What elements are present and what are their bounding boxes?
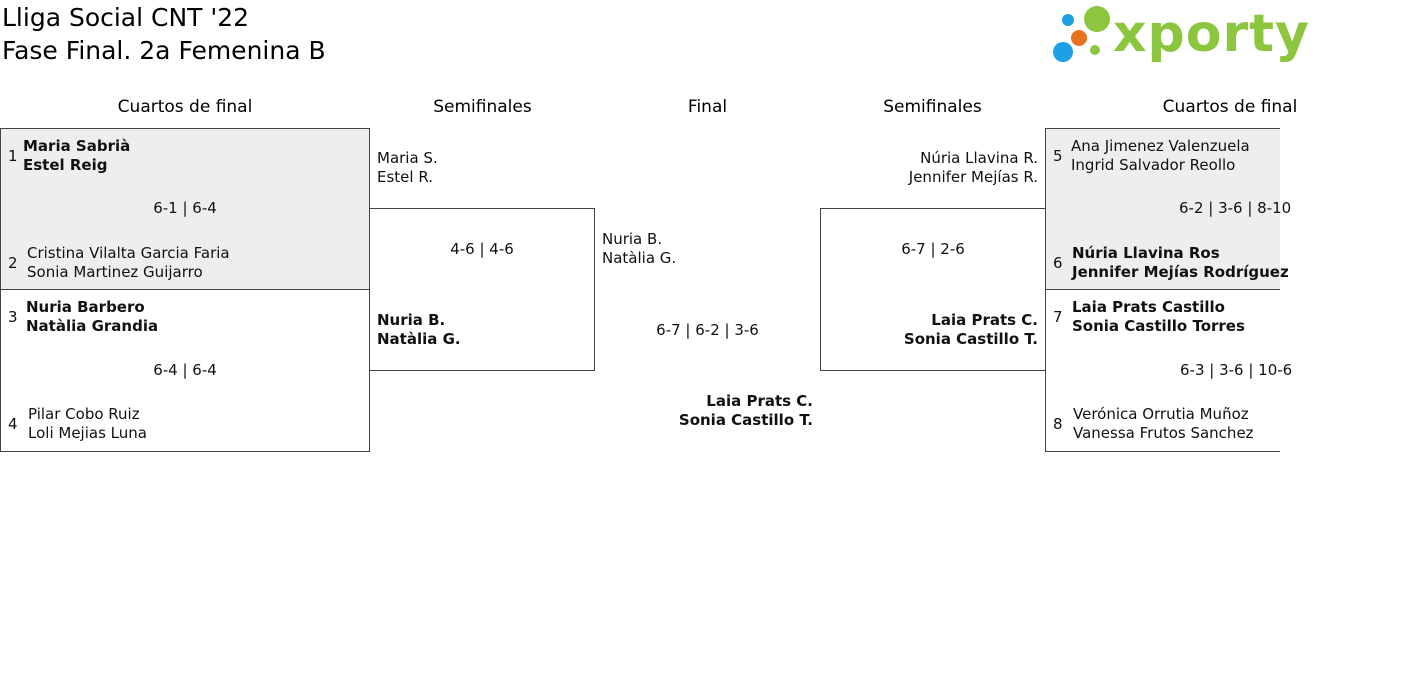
round-header-final: Final (687, 97, 728, 117)
match-score: 6-2 | 3-6 | 8-10 (1179, 199, 1292, 217)
round-header-quarter-left: Cuartos de final (117, 97, 253, 117)
seed-number: 8 (1053, 415, 1063, 433)
seed-number: 1 (8, 147, 18, 165)
team-qf2-bottom[interactable]: Pilar Cobo Ruiz Loli Mejias Luna (28, 405, 147, 442)
team-qf1-bottom[interactable]: Cristina Vilalta Garcia Faria Sonia Mart… (27, 244, 230, 281)
team-qf4-bottom[interactable]: Verónica Orrutia Muñoz Vanessa Frutos Sa… (1073, 405, 1254, 442)
seed-number: 5 (1053, 147, 1063, 165)
logo-text: xporty (1113, 4, 1310, 64)
team-final-bottom[interactable]: Laia Prats C. Sonia Castillo T. (678, 392, 813, 429)
match-score: 4-6 | 4-6 (450, 240, 514, 258)
team-qf1-top[interactable]: Maria Sabrià Estel Reig (23, 137, 131, 174)
round-header-semi-left: Semifinales (433, 97, 532, 117)
match-box-sf-left[interactable]: 4-6 | 4-6 Nuria B. Natàlia G. (369, 208, 595, 371)
team-sf-left-top[interactable]: Maria S. Estel R. (377, 149, 438, 186)
team-qf2-top[interactable]: Nuria Barbero Natàlia Grandia (26, 298, 159, 335)
match-score: 6-1 | 6-4 (153, 199, 217, 217)
final-score: 6-7 | 6-2 | 3-6 (656, 321, 759, 339)
match-box-qf1[interactable]: 1 Maria Sabrià Estel Reig 6-1 | 6-4 2 Cr… (0, 128, 370, 290)
seed-number: 6 (1053, 254, 1063, 272)
match-box-sf-right[interactable]: 6-7 | 2-6 Laia Prats C. Sonia Castillo T… (820, 208, 1046, 371)
logo-dots-icon (1053, 6, 1110, 62)
seed-number: 3 (8, 308, 18, 326)
round-header-quarter-right: Cuartos de final (1162, 97, 1298, 117)
team-qf4-top[interactable]: Laia Prats Castillo Sonia Castillo Torre… (1072, 298, 1245, 335)
page-subtitle: Fase Final. 2a Femenina B (2, 36, 326, 65)
round-header-semi-right: Semifinales (883, 97, 982, 117)
match-score: 6-4 | 6-4 (153, 361, 217, 379)
match-box-qf4[interactable]: 7 Laia Prats Castillo Sonia Castillo Tor… (1045, 289, 1292, 452)
team-qf3-bottom[interactable]: Núria Llavina Ros Jennifer Mejías Rodríg… (1072, 244, 1289, 281)
match-box-qf2[interactable]: 3 Nuria Barbero Natàlia Grandia 6-4 | 6-… (0, 289, 370, 452)
match-score: 6-7 | 2-6 (901, 240, 965, 258)
seed-number: 7 (1053, 308, 1063, 326)
page-title: Lliga Social CNT '22 (2, 3, 250, 32)
seed-number: 4 (8, 415, 18, 433)
match-box-qf3[interactable]: 5 Ana Jimenez Valenzuela Ingrid Salvador… (1045, 128, 1291, 290)
team-sf-right-bottom[interactable]: Laia Prats C. Sonia Castillo T. (903, 311, 1038, 348)
xporty-logo[interactable]: xporty (1050, 4, 1309, 68)
seed-number: 2 (8, 254, 18, 272)
team-sf-right-top[interactable]: Núria Llavina R. Jennifer Mejías R. (908, 149, 1038, 186)
team-qf3-top[interactable]: Ana Jimenez Valenzuela Ingrid Salvador R… (1071, 137, 1250, 174)
team-sf-left-bottom[interactable]: Nuria B. Natàlia G. (377, 311, 461, 348)
team-final-top[interactable]: Nuria B. Natàlia G. (602, 230, 677, 267)
match-score: 6-3 | 3-6 | 10-6 (1180, 361, 1293, 379)
